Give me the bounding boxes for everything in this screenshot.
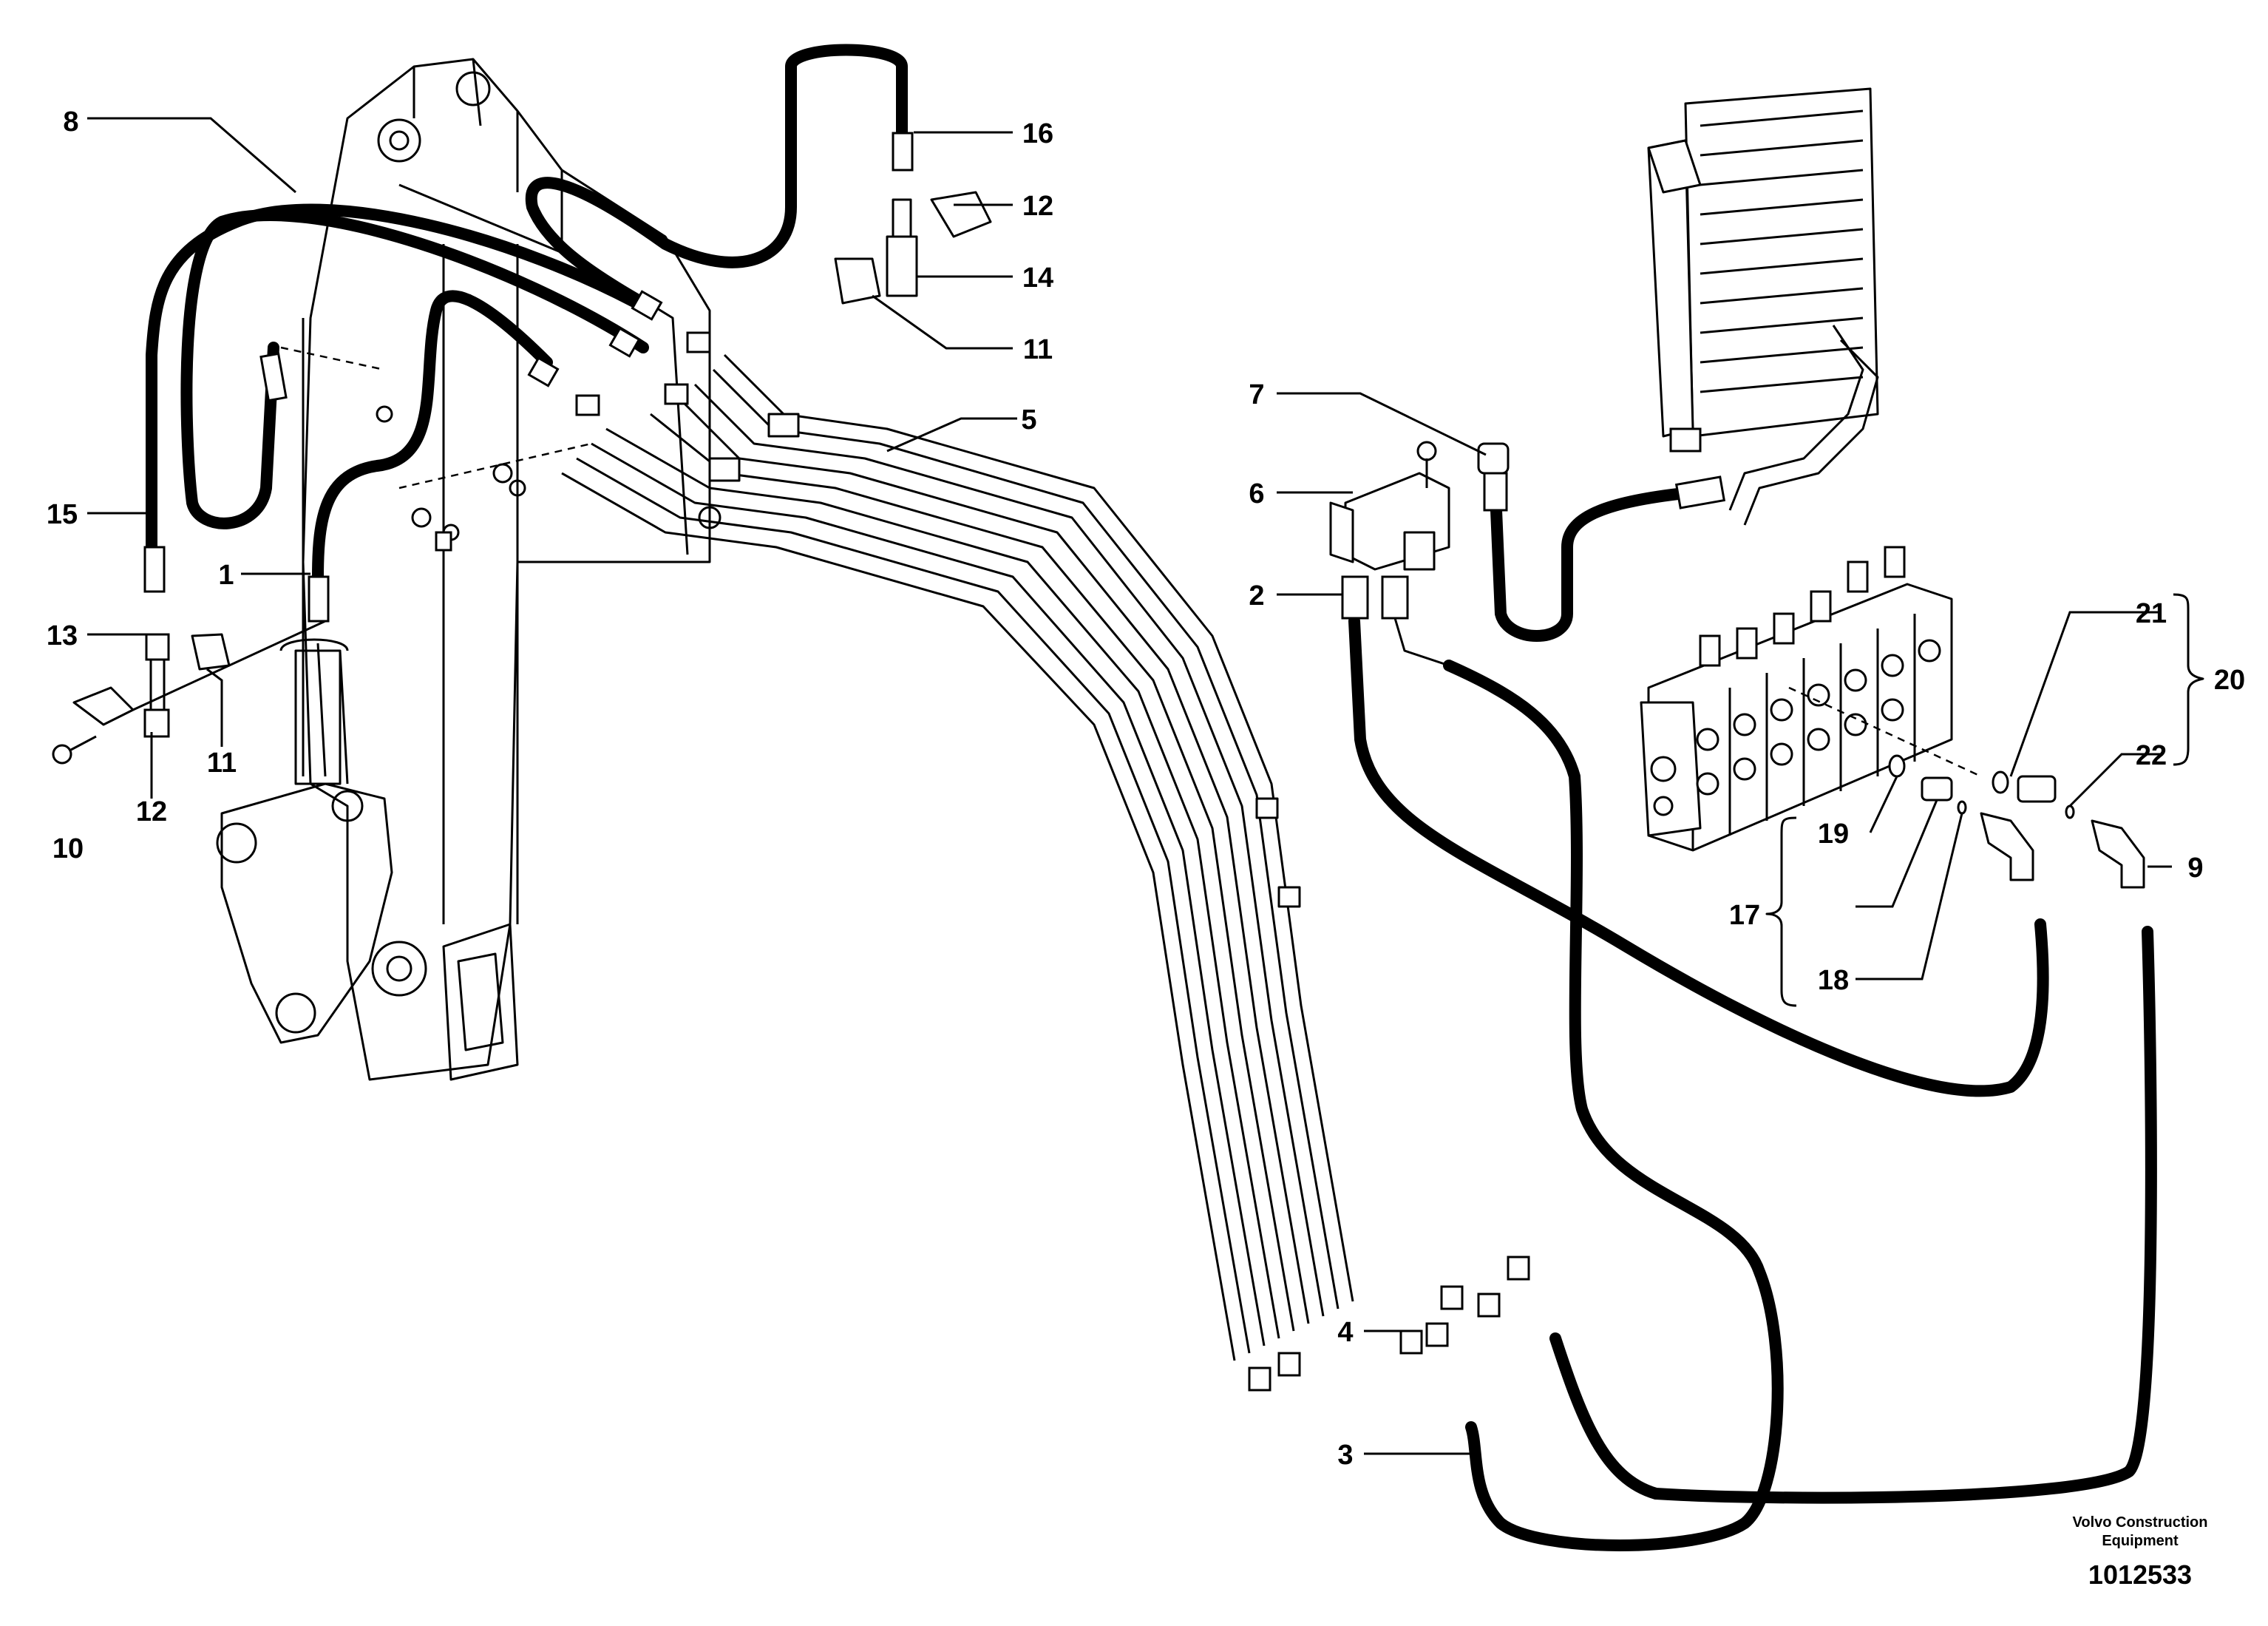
oil-cooler [1647,87,1879,526]
hose-16 [525,44,908,309]
boom-structure [216,58,722,1081]
valve-block [1329,441,1510,667]
callout-18: 18 [1818,965,1849,996]
callout-labels: 8 15 1 13 11 12 10 16 12 14 11 5 7 6 2 4… [47,106,2245,1471]
callout-11-right: 11 [1023,334,1053,365]
braces [1765,593,2204,1007]
hose-7 [1490,488,1684,642]
callout-19: 19 [1818,819,1849,850]
callout-8: 8 [63,106,78,138]
callout-5: 5 [1021,404,1036,436]
hoses [146,44,2157,1551]
callout-12-left: 12 [136,796,167,827]
callout-6: 6 [1249,478,1264,509]
callout-3: 3 [1337,1440,1353,1471]
drawing-number: 1012533 [2088,1559,2192,1590]
callout-15: 15 [47,499,78,530]
boom-fittings [52,132,992,765]
callout-11-left: 11 [207,748,237,779]
callout-4: 4 [1337,1317,1353,1348]
caption-block: Volvo Construction Equipment 1012533 [2073,1514,2208,1590]
callout-14: 14 [1022,262,1053,294]
control-valve-bank [1640,546,2145,889]
tube-bundle [561,331,1530,1392]
callout-9: 9 [2187,853,2203,884]
callout-13: 13 [47,620,78,651]
callout-16: 16 [1022,118,1053,149]
hose-2 [1348,615,2049,1097]
callout-17: 17 [1729,900,1760,931]
callout-1: 1 [218,560,234,591]
callout-22: 22 [2136,740,2167,771]
callout-7: 7 [1249,379,1264,410]
callout-10: 10 [52,833,84,864]
callout-21: 21 [2136,598,2167,629]
leader-lines [87,117,2172,1455]
hose-3 [1443,660,1784,1551]
callout-12-right: 12 [1022,191,1053,222]
brand-line-1: Volvo Construction [2073,1514,2208,1531]
hose-1 [312,290,553,583]
hose-15 [180,209,649,529]
hose-9 [1549,926,2157,1504]
brand-line-2: Equipment [2102,1533,2179,1549]
callout-20: 20 [2214,665,2245,696]
callout-2: 2 [1249,580,1264,612]
